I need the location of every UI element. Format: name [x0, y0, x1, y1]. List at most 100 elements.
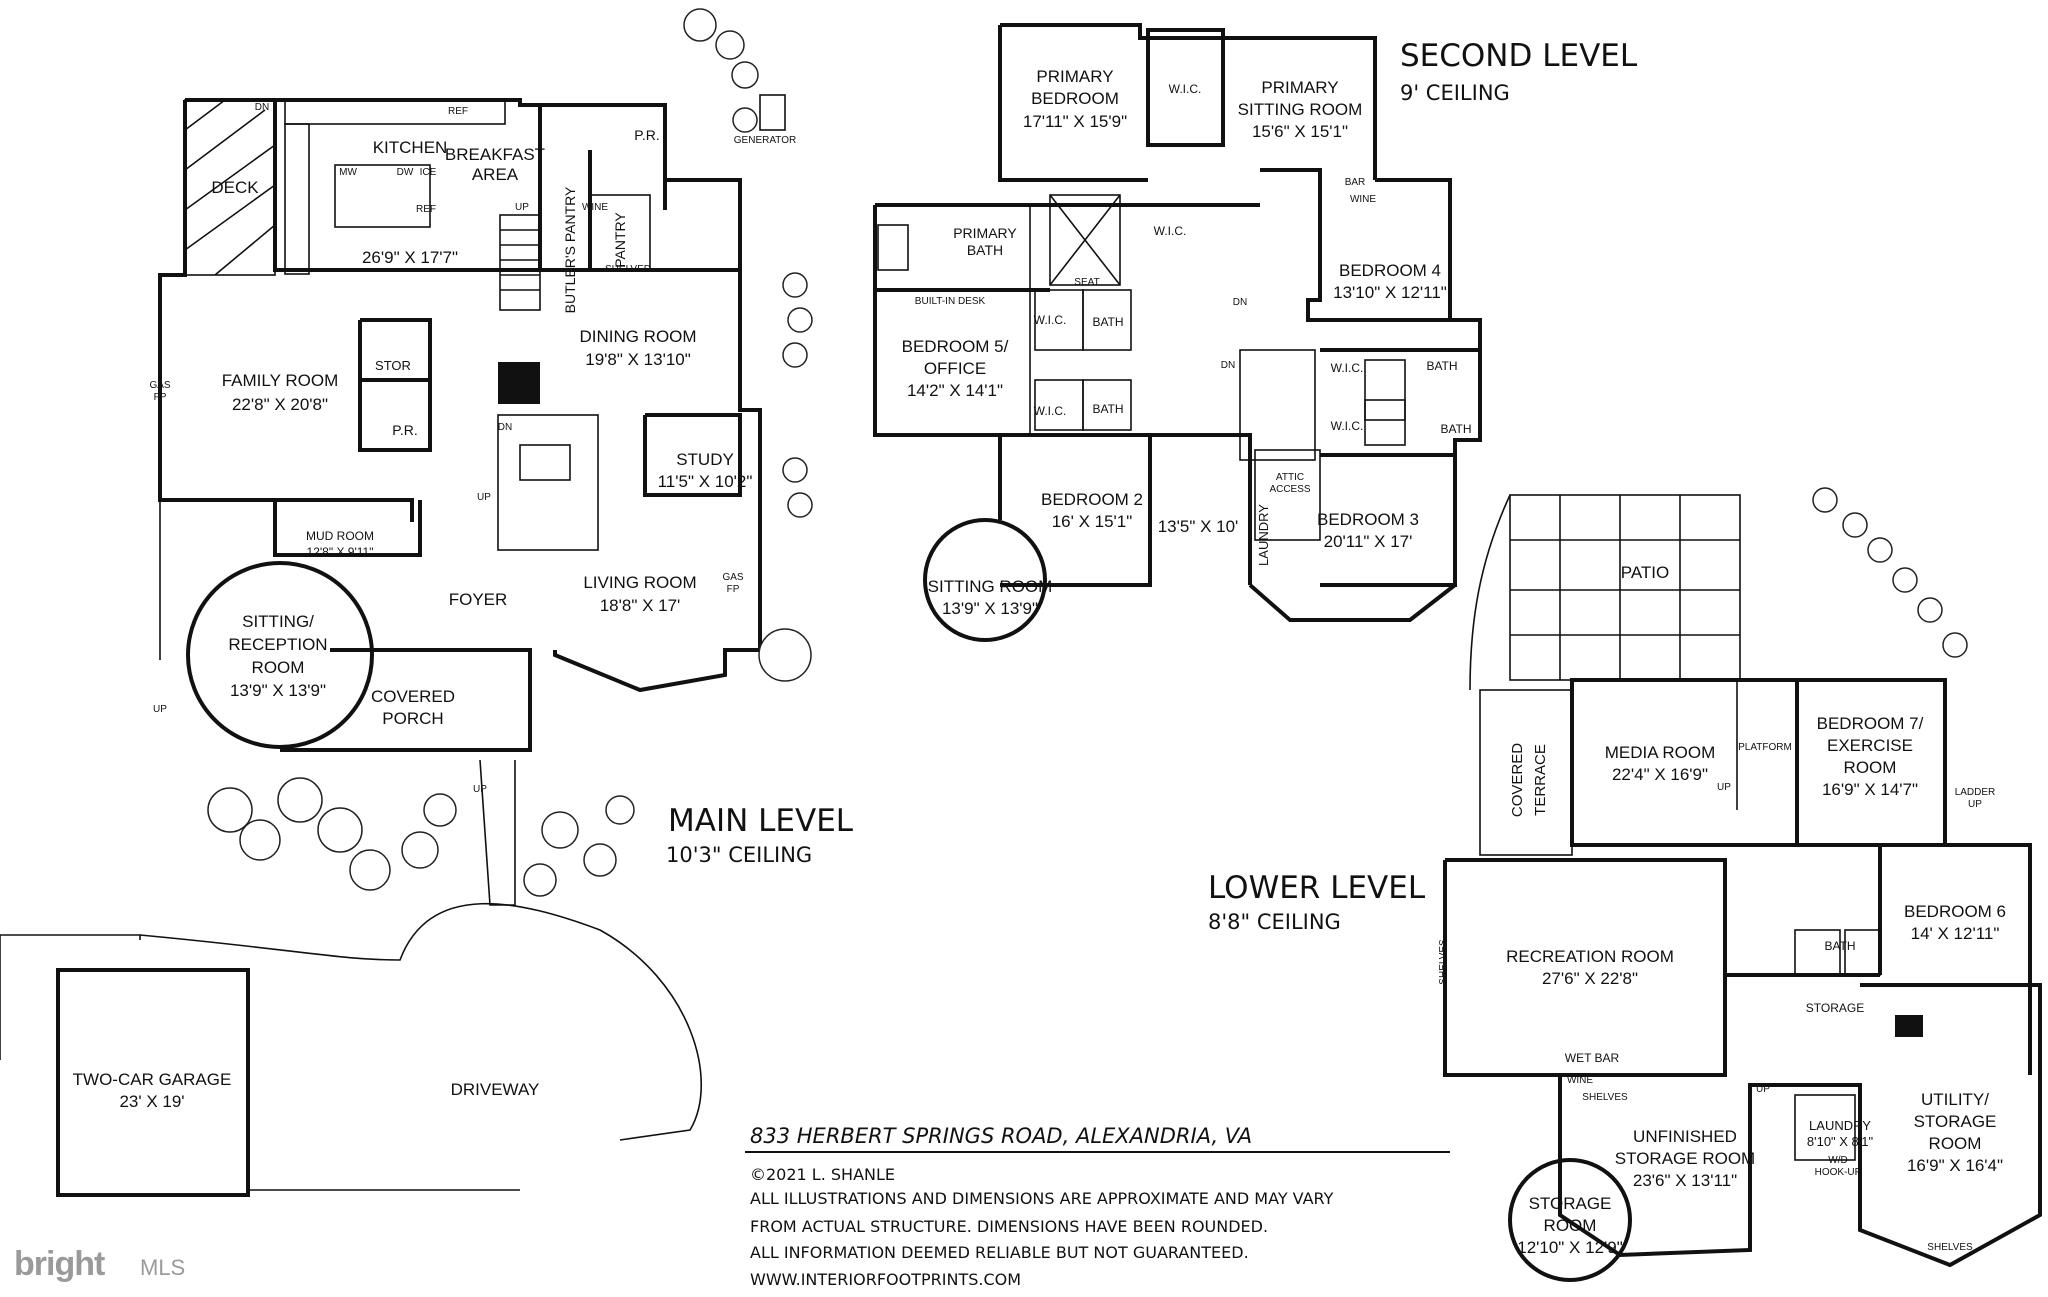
wine-label-2: WINE — [1350, 194, 1376, 205]
shelves-label-1: SHELVES — [1438, 939, 1449, 985]
lower-level-ceiling: 8'8" CEILING — [1208, 910, 1341, 934]
bedroom6-2: 14' X 12'11" — [1911, 924, 2000, 943]
primary-bedroom-1: PRIMARY — [1036, 67, 1113, 86]
media-room-2: 22'4" X 16'9" — [1612, 765, 1708, 784]
main-level-title: MAIN LEVEL — [668, 803, 854, 839]
unfinished-storage-1: UNFINISHED — [1633, 1127, 1737, 1146]
second-level — [873, 23, 1482, 642]
ladder-2: UP — [1968, 799, 1982, 810]
wine-label-3: WINE — [1567, 1075, 1593, 1086]
gas-fp-2: FP — [154, 392, 167, 403]
deck-label: DECK — [211, 178, 259, 197]
gas-fp-4: FP — [727, 584, 740, 595]
gas-fp-3: GAS — [722, 572, 743, 583]
ladder-1: LADDER — [1955, 787, 1996, 798]
dn-label-4: DN — [1221, 360, 1235, 371]
wd-2: HOOK-UP — [1815, 1167, 1862, 1178]
shelves-label-3: SHELVES — [1927, 1242, 1973, 1253]
attic-2: ACCESS — [1269, 484, 1310, 495]
dn-label-3: DN — [1233, 297, 1247, 308]
second-level-title: SECOND LEVEL — [1400, 38, 1638, 74]
unfinished-storage-3: 23'6" X 13'11" — [1633, 1171, 1737, 1190]
storage-label-1: STORAGE — [1806, 1001, 1864, 1015]
primary-bedroom-3: 17'11" X 15'9" — [1023, 112, 1127, 131]
wic-label-2: W.I.C. — [1154, 224, 1187, 238]
kitchen-label: KITCHEN — [373, 138, 448, 157]
covered-terrace-1: COVERED — [1509, 743, 1526, 817]
study-dims: 11'5" X 10'2" — [658, 472, 753, 491]
generator-label: GENERATOR — [734, 135, 796, 146]
wic-label-6: W.I.C. — [1331, 419, 1364, 433]
unfinished-storage-2: STORAGE ROOM — [1615, 1149, 1755, 1168]
mud-room-label: MUD ROOM — [306, 529, 374, 543]
family-room-dims: 22'8" X 20'8" — [232, 395, 328, 414]
sitting-reception-4: 13'9" X 13'9" — [230, 681, 326, 700]
mud-room-dims: 12'8" X 9'11" — [307, 545, 374, 559]
bedroom7-2: EXERCISE — [1827, 736, 1913, 755]
bar-label: BAR — [1345, 177, 1366, 188]
wic-label-3: W.I.C. — [1034, 313, 1067, 327]
laundry-label-2: LAUNDRY — [1256, 504, 1271, 566]
recreation-room-1: RECREATION ROOM — [1506, 947, 1674, 966]
seat-label: SEAT — [1074, 277, 1099, 288]
sitting-reception-1: SITTING/ — [242, 612, 314, 631]
bath-label-2: BATH — [1092, 402, 1123, 416]
gas-fp-1: GAS — [149, 380, 170, 391]
bedroom4-2: 13'10" X 12'11" — [1333, 283, 1447, 302]
dining-room-dims: 19'8" X 13'10" — [585, 350, 691, 369]
wic-label-4: W.I.C. — [1034, 404, 1067, 418]
storage-room-3: 12'10" X 12'9" — [1517, 1238, 1623, 1257]
media-room-1: MEDIA ROOM — [1605, 743, 1716, 762]
up-label-5: UP — [1717, 782, 1731, 793]
shelves-label-2: SHELVES — [1582, 1092, 1628, 1103]
hall-dims: 13'5" X 10' — [1158, 517, 1239, 536]
butlers-pantry-label: BUTLER'S PANTRY — [562, 186, 578, 313]
study-label: STUDY — [676, 450, 734, 469]
bath-label-5: BATH — [1824, 939, 1855, 953]
storage-room-2: ROOM — [1544, 1216, 1597, 1235]
kitchen-dims: 26'9" X 17'7" — [362, 248, 458, 267]
bedroom7-4: 16'9" X 14'7" — [1822, 780, 1918, 799]
up-label-6: UP — [1756, 1084, 1770, 1095]
sitting-reception-3: ROOM — [252, 658, 305, 677]
bedroom2-2: 16' X 15'1" — [1052, 512, 1133, 531]
primary-bath-2: BATH — [967, 242, 1003, 258]
mw-label: MW — [339, 167, 357, 178]
lower-level — [1443, 487, 2042, 1282]
main-level — [0, 8, 813, 1197]
wet-bar-label: WET BAR — [1565, 1051, 1620, 1065]
bedroom5-3: 14'2" X 14'1" — [907, 381, 1003, 400]
storage-room-1: STORAGE — [1529, 1194, 1612, 1213]
utility-1: UTILITY/ — [1921, 1090, 1989, 1109]
utility-2: STORAGE — [1914, 1112, 1997, 1131]
up-label-4: UP — [473, 784, 487, 795]
disclaimer-4: WWW.INTERIORFOOTPRINTS.COM — [750, 1270, 1021, 1289]
lower-laundry-2: 8'10" X 8'1" — [1807, 1134, 1874, 1149]
wine-label-1: WINE — [582, 202, 608, 213]
driveway-label: DRIVEWAY — [451, 1080, 540, 1099]
primary-sitting-1: PRIMARY — [1261, 78, 1338, 97]
shelved-label: SHELVED — [605, 264, 651, 275]
lower-laundry-1: LAUNDRY — [1809, 1118, 1871, 1133]
bedroom5-2: OFFICE — [924, 359, 986, 378]
breakfast-label-2: AREA — [472, 165, 519, 184]
disclaimer-3: ALL INFORMATION DEEMED RELIABLE BUT NOT … — [750, 1243, 1249, 1262]
dn-label-2: DN — [498, 422, 512, 433]
up-label-1: UP — [515, 202, 529, 213]
bedroom2-1: BEDROOM 2 — [1041, 490, 1143, 509]
family-room-label: FAMILY ROOM — [222, 371, 339, 390]
bedroom7-3: ROOM — [1844, 758, 1897, 777]
bath-label-3: BATH — [1426, 359, 1457, 373]
dw-label: DW — [397, 167, 414, 178]
wic-label-1: W.I.C. — [1169, 82, 1202, 96]
covered-porch-2: PORCH — [382, 709, 443, 728]
living-room-label: LIVING ROOM — [583, 573, 696, 592]
pr-label-1: P.R. — [634, 127, 659, 143]
bath-label-1: BATH — [1092, 315, 1123, 329]
bedroom5-1: BEDROOM 5/ — [902, 337, 1009, 356]
attic-1: ATTIC — [1276, 472, 1304, 483]
ref-label-1: REF — [448, 106, 468, 117]
up-label-3: UP — [153, 704, 167, 715]
pantry-label: PANTRY — [612, 212, 628, 268]
